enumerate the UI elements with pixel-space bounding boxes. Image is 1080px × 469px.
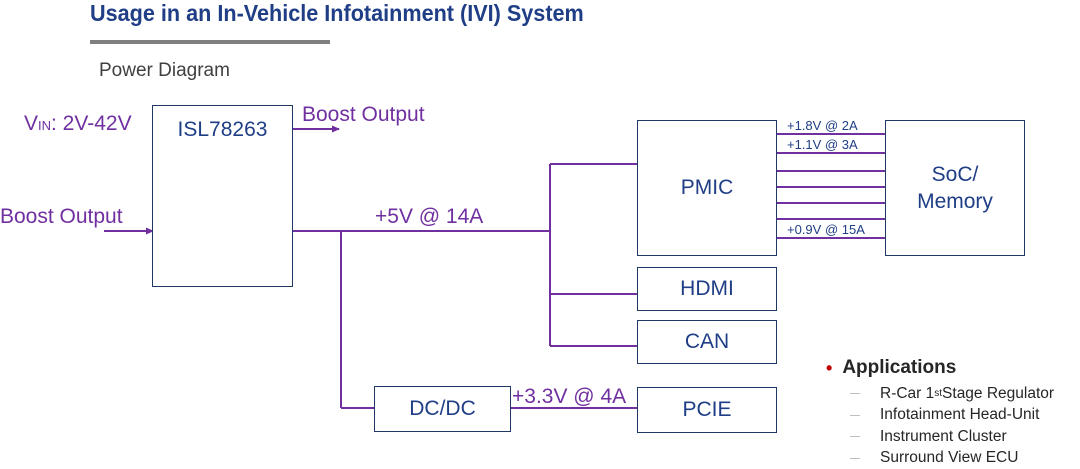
hdmi-block: HDMI — [637, 267, 777, 311]
list-item: Surround View ECU — [826, 448, 1054, 469]
dcdc-block: DC/DC — [374, 386, 511, 432]
soc-rail-label-3: +0.9V @ 15A — [787, 223, 865, 236]
isl78263-label: ISL78263 — [178, 118, 268, 286]
dash-icon — [850, 458, 860, 459]
soc-rail-label-2: +1.1V @ 3A — [787, 138, 858, 151]
pcie-rail-label: +3.3V @ 4A — [512, 386, 626, 407]
bullet-icon: • — [826, 358, 832, 379]
list-item: Instrument Cluster — [826, 426, 1054, 448]
can-block: CAN — [637, 320, 777, 364]
list-item: Infotainment Head-Unit — [826, 405, 1054, 427]
applications-heading: •Applications — [826, 357, 1054, 379]
pcie-block: PCIE — [637, 387, 777, 433]
can-label: CAN — [685, 330, 729, 354]
pmic-label: PMIC — [681, 176, 734, 200]
boost-output-out-label: Boost Output — [302, 104, 425, 125]
memory-label: Memory — [917, 188, 993, 215]
boost-output-in-label: Boost Output — [0, 206, 123, 227]
soc-memory-block: SoC/ Memory — [885, 120, 1025, 256]
soc-label: SoC/ — [932, 161, 979, 188]
vin-label: VIN: 2V-42V — [24, 113, 132, 134]
dash-icon — [850, 415, 860, 416]
hdmi-label: HDMI — [680, 277, 734, 301]
isl78263-block: ISL78263 — [152, 105, 293, 287]
main-rail-label: +5V @ 14A — [375, 206, 483, 227]
dash-icon — [850, 393, 860, 394]
pcie-label: PCIE — [682, 398, 731, 422]
pmic-block: PMIC — [637, 120, 777, 256]
dcdc-label: DC/DC — [409, 397, 476, 421]
soc-rail-label-1: +1.8V @ 2A — [787, 119, 858, 132]
dash-icon — [850, 436, 860, 437]
